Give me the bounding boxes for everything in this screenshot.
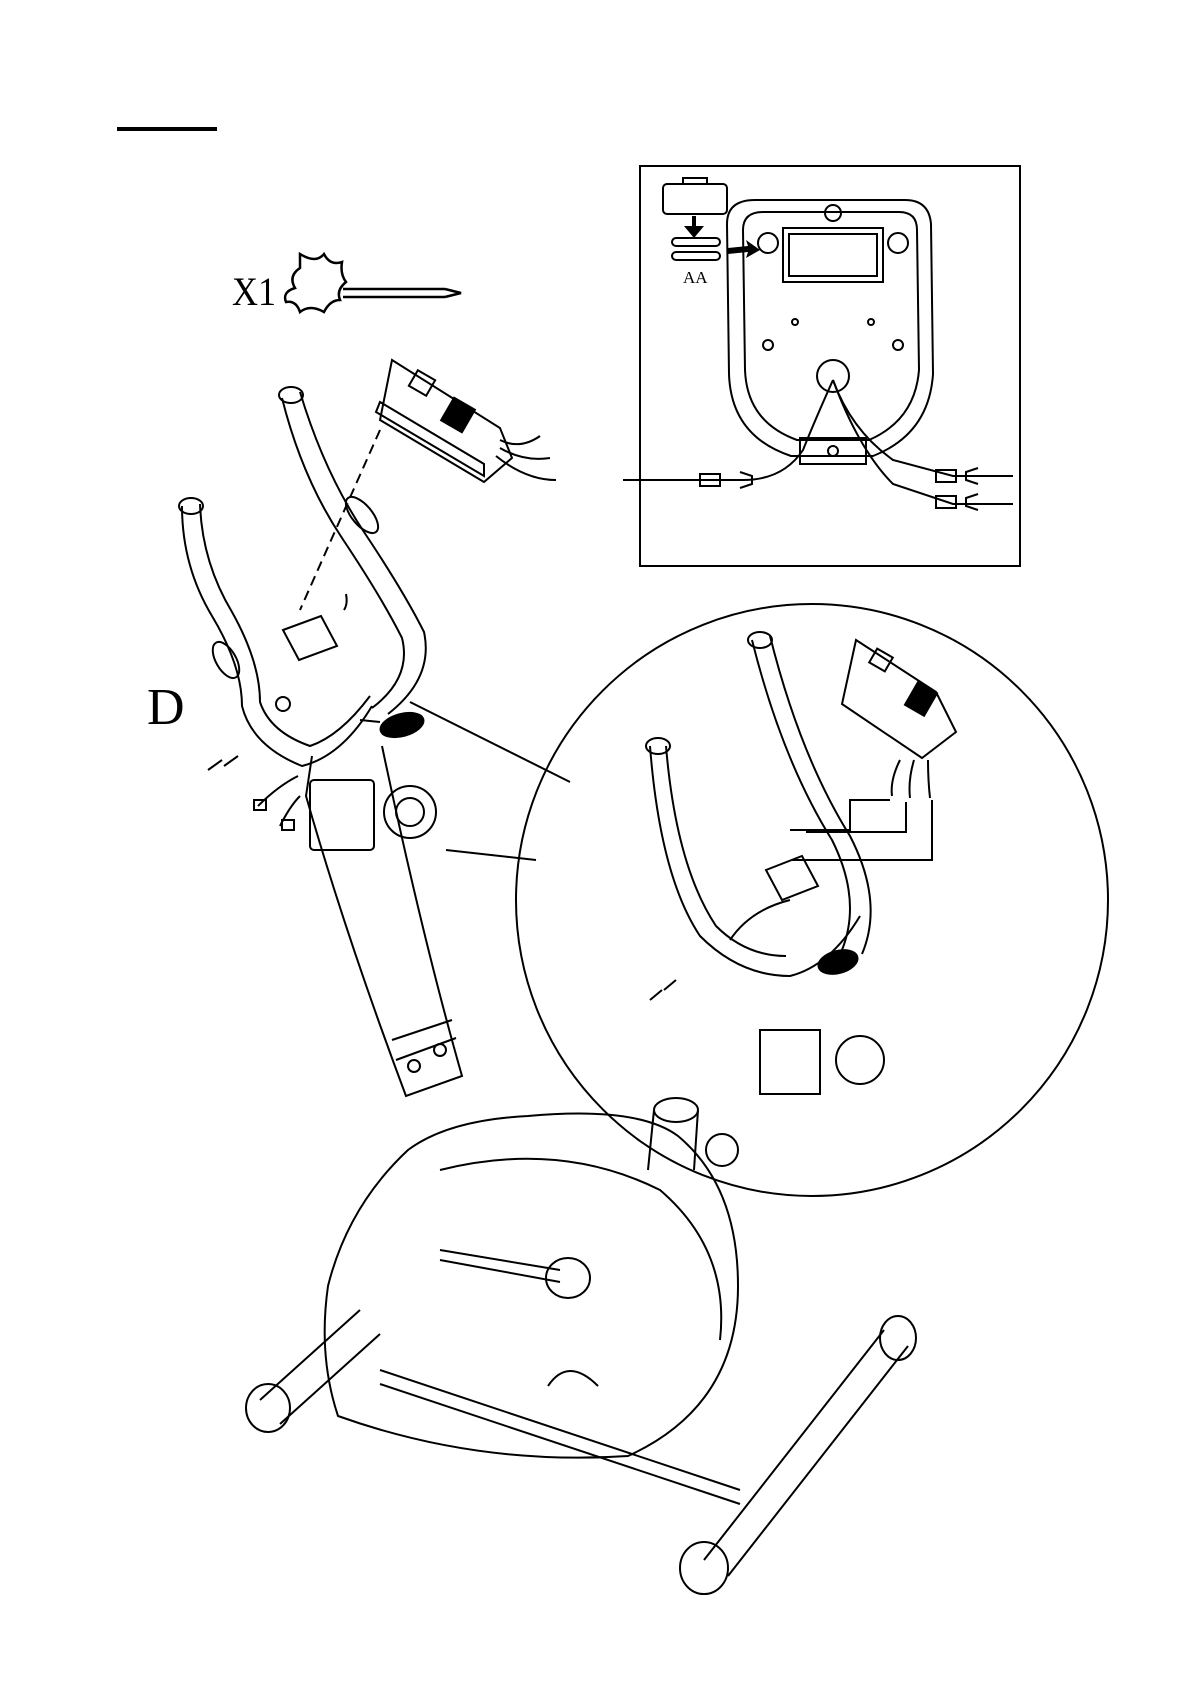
- wiring-detail-callout: [0, 0, 1192, 1684]
- assembly-step-page: X1: [0, 0, 1192, 1684]
